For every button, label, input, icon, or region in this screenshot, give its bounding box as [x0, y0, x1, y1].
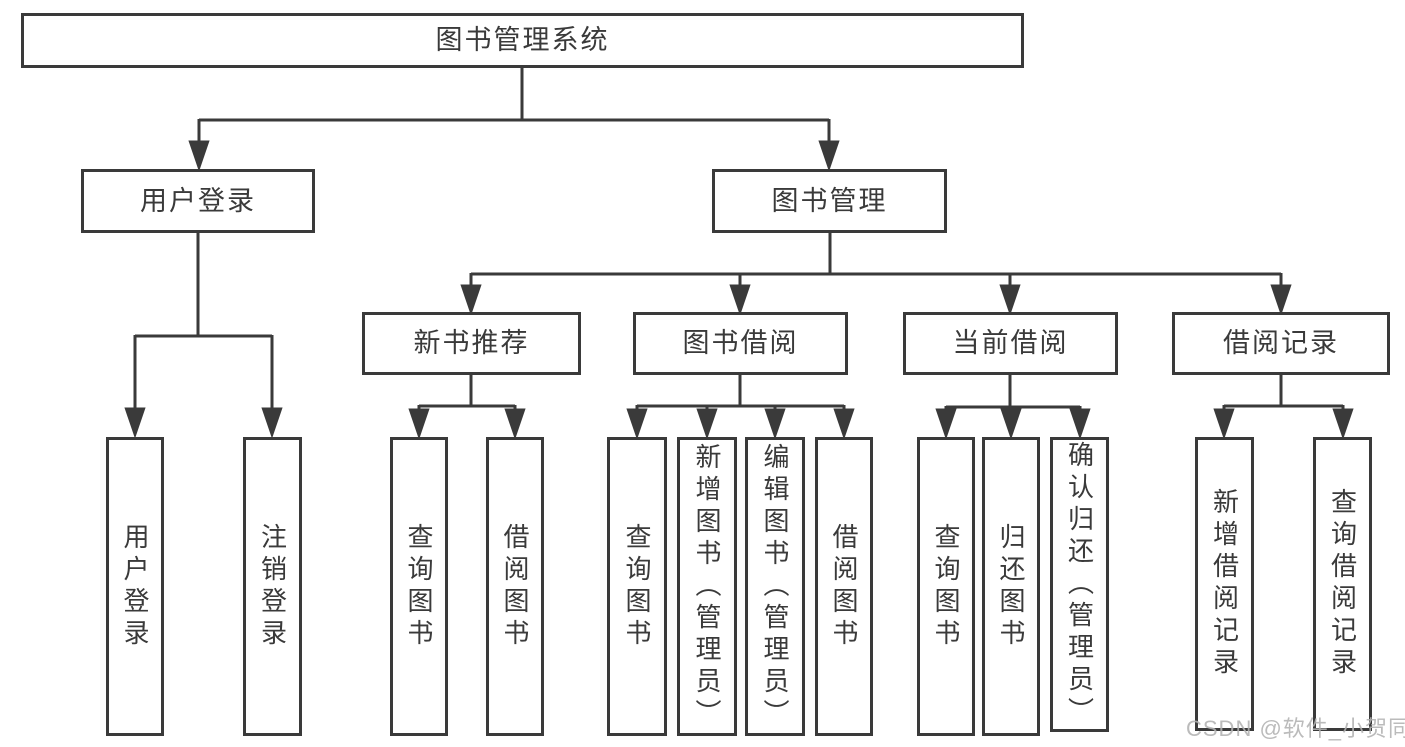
node-label: 图书管理系统	[435, 25, 610, 55]
node-label: 借阅记录	[1223, 328, 1339, 358]
node-label: 借阅图书	[829, 522, 859, 651]
node-label: 确认归还（管理员）	[1064, 440, 1095, 729]
node-book-borrow: 图书借阅	[633, 312, 848, 375]
node-label: 新增借阅记录	[1209, 488, 1240, 680]
node-label: 用户登录	[120, 522, 150, 651]
node-label: 借阅图书	[500, 522, 530, 651]
arrowhead	[124, 407, 146, 439]
leaf-borrow-add-admin: 新增图书（管理员）	[677, 437, 737, 736]
node-borrow-records: 借阅记录	[1172, 312, 1390, 375]
leaf-borrow-query: 查询图书	[607, 437, 667, 736]
leaf-current-confirm-admin: 确认归还（管理员）	[1050, 437, 1109, 732]
arrowhead	[1270, 284, 1292, 316]
edge-borrow-records-to-leaves	[1213, 375, 1354, 440]
node-label: 查询图书	[622, 522, 652, 651]
leaf-records-query: 查询借阅记录	[1313, 437, 1372, 731]
edge-user-login-to-leaves	[124, 233, 283, 439]
arrowhead	[1069, 408, 1091, 440]
leaf-newbooks-borrow: 借阅图书	[486, 437, 544, 736]
csdn-watermark: CSDN @软件_小贺同学	[1186, 716, 1405, 741]
arrowhead	[261, 407, 283, 439]
node-label: 编辑图书（管理员）	[760, 442, 790, 731]
leaf-borrow-edit-admin: 编辑图书（管理员）	[745, 437, 805, 736]
edge-new-books-to-leaves	[408, 375, 526, 440]
arrowhead	[626, 408, 648, 440]
node-label: 图书借阅	[682, 328, 799, 358]
node-label: 注销登录	[257, 522, 288, 651]
leaf-logout: 注销登录	[243, 437, 302, 736]
arrowhead	[935, 408, 957, 440]
arrowhead	[833, 408, 855, 440]
node-label: 归还图书	[996, 522, 1026, 651]
node-label: 当前借阅	[952, 328, 1069, 358]
edge-book-borrow-to-leaves	[626, 375, 855, 440]
node-label: 新增图书（管理员）	[692, 442, 722, 731]
arrowhead	[1332, 408, 1354, 440]
node-system-root: 图书管理系统	[21, 13, 1024, 68]
node-label: 查询图书	[404, 522, 434, 651]
node-label: 查询借阅记录	[1327, 488, 1358, 680]
leaf-records-add: 新增借阅记录	[1195, 437, 1254, 731]
node-label: 图书管理	[771, 185, 888, 216]
edge-root-to-level2	[188, 68, 840, 172]
arrowhead	[408, 408, 430, 440]
node-label: 用户登录	[140, 185, 256, 216]
arrowhead	[764, 408, 786, 440]
arrowhead	[188, 140, 210, 172]
leaf-current-return: 归还图书	[982, 437, 1040, 736]
node-book-mgmt: 图书管理	[712, 169, 947, 233]
arrowhead	[818, 140, 840, 172]
leaf-current-query: 查询图书	[917, 437, 975, 736]
arrowhead	[1000, 408, 1022, 440]
arrowhead	[460, 284, 482, 316]
arrowhead	[999, 284, 1021, 316]
node-label: 新书推荐	[413, 328, 530, 358]
leaf-borrow-book: 借阅图书	[815, 437, 873, 736]
leaf-newbooks-query: 查询图书	[390, 437, 448, 736]
arrowhead	[1213, 408, 1235, 440]
node-new-books: 新书推荐	[362, 312, 581, 375]
arrowhead	[696, 408, 718, 440]
node-user-login: 用户登录	[81, 169, 315, 233]
node-label: 查询图书	[931, 522, 961, 651]
node-current-borrow: 当前借阅	[903, 312, 1118, 375]
edge-current-borrow-to-leaves	[935, 375, 1091, 440]
edge-book-mgmt-to-level3	[460, 233, 1292, 316]
arrowhead	[504, 408, 526, 440]
arrowhead	[729, 284, 751, 316]
leaf-user-login: 用户登录	[106, 437, 164, 736]
